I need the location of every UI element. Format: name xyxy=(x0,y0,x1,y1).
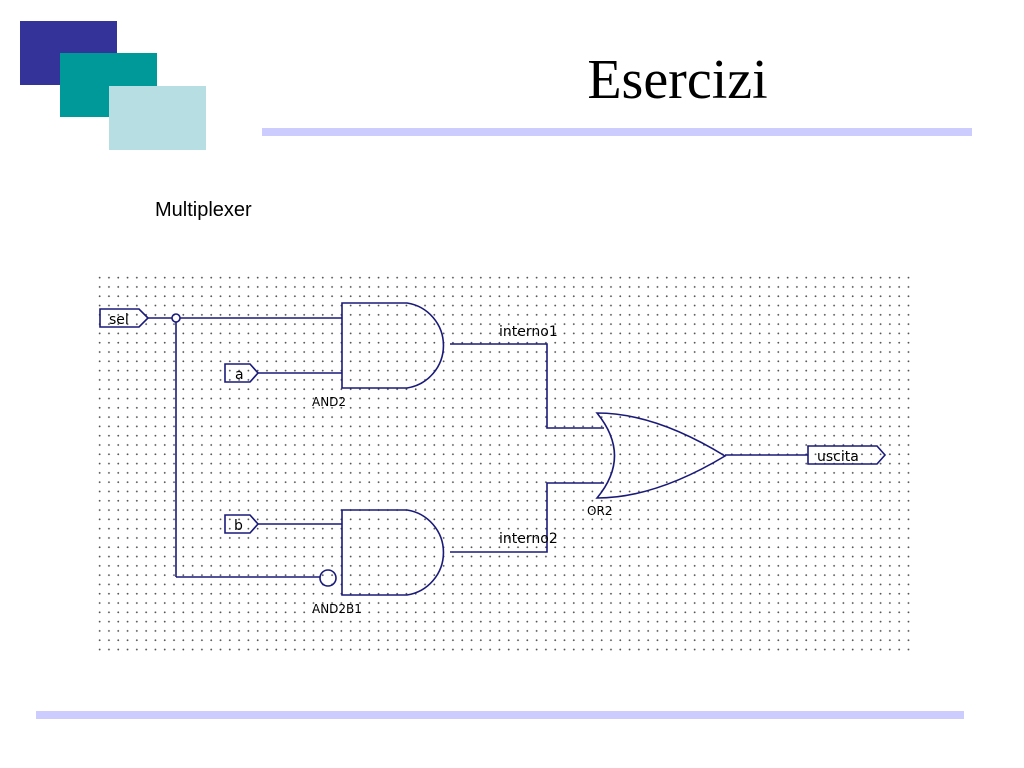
net-interno2 xyxy=(450,482,604,553)
port-a-label: a xyxy=(235,367,244,383)
port-sel-shape xyxy=(99,308,150,328)
gate-and2b1-label: AND2B1 xyxy=(312,602,362,616)
port-uscita-shape xyxy=(807,445,887,465)
gate-and2-label: AND2 xyxy=(312,395,346,409)
multiplexer-schematic: sel a b uscita AND2 AND2B1 OR2 interno1 … xyxy=(92,270,910,652)
net-interno2-label: interno2 xyxy=(499,531,558,547)
and2b1-gate xyxy=(341,509,445,596)
port-uscita-label: uscita xyxy=(817,449,859,465)
port-b-label: b xyxy=(234,518,243,534)
port-sel-label: sel xyxy=(109,312,129,328)
decor-square-light xyxy=(109,86,206,150)
net-interno1-label: interno1 xyxy=(499,324,558,340)
title-divider xyxy=(262,128,972,136)
schematic-canvas: sel a b uscita AND2 AND2B1 OR2 interno1 … xyxy=(99,302,887,616)
or2-gate xyxy=(595,412,727,499)
and2-gate xyxy=(341,302,445,389)
port-b-shape xyxy=(224,514,260,534)
net-interno1 xyxy=(450,343,604,429)
inverter-bubble xyxy=(319,569,337,587)
junction-dot xyxy=(171,313,181,323)
slide-subtitle: Multiplexer xyxy=(155,199,252,221)
gate-or2-label: OR2 xyxy=(587,504,612,518)
port-a-shape xyxy=(224,363,260,383)
footer-divider xyxy=(36,711,964,719)
slide-title: Esercizi xyxy=(587,49,768,111)
